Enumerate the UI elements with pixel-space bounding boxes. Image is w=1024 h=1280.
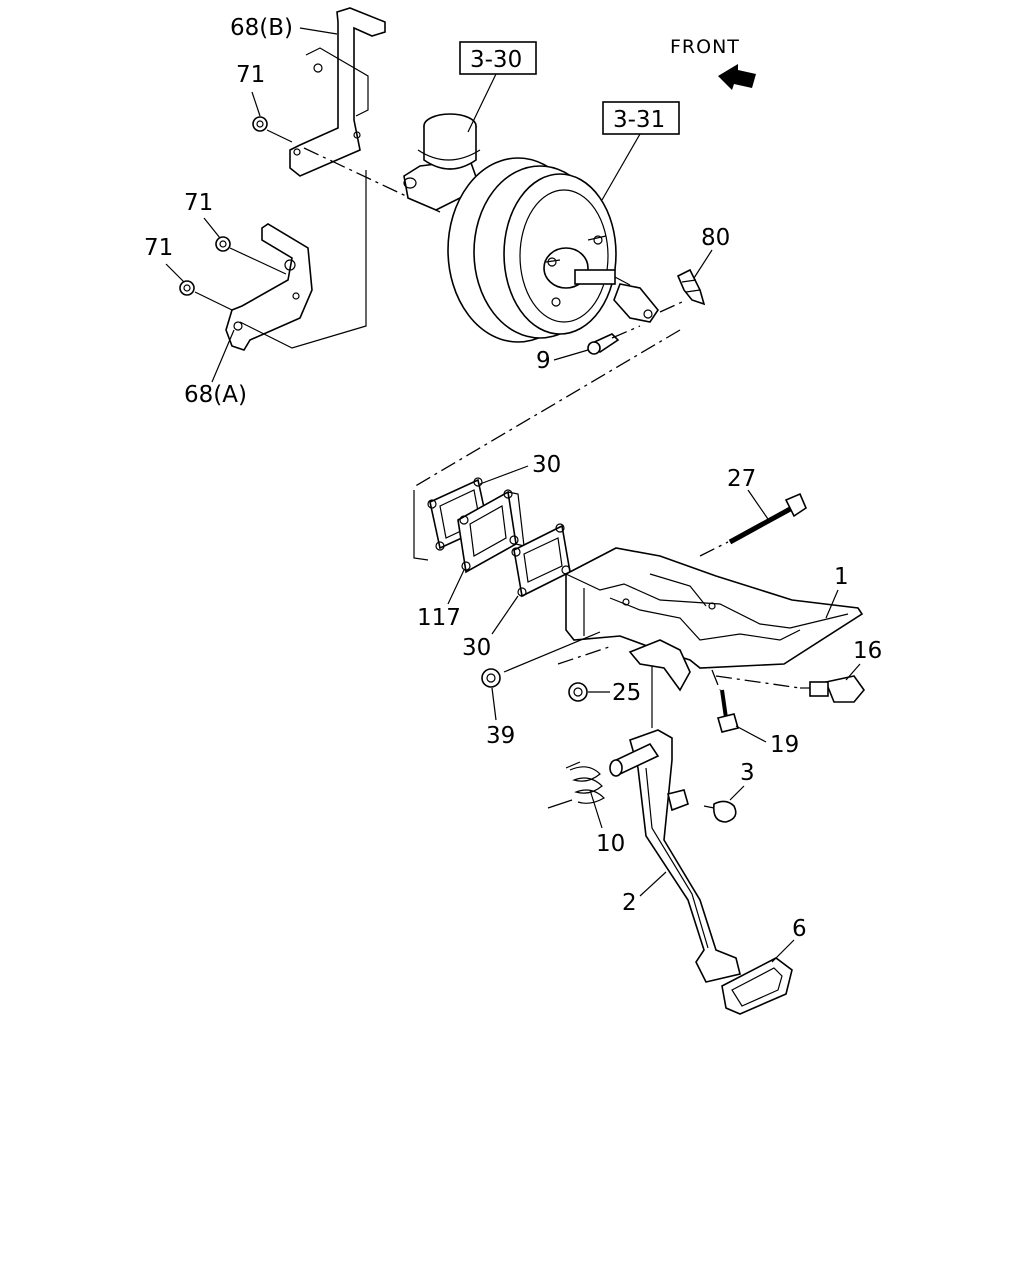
label-27: 27	[727, 466, 756, 492]
brake-pedal-2	[609, 729, 741, 983]
spacer-117	[457, 489, 525, 574]
label-16: 16	[853, 638, 882, 664]
nut-71a	[252, 116, 268, 132]
label-30b: 30	[462, 635, 491, 661]
bolt-19	[717, 689, 739, 733]
label-71a: 71	[236, 62, 265, 88]
label-2: 2	[622, 890, 637, 916]
label-117: 117	[417, 605, 461, 631]
pedal-bracket-1	[565, 547, 864, 692]
front-label: FRONT	[670, 36, 740, 58]
nut-39	[481, 668, 501, 688]
label-39: 39	[486, 723, 515, 749]
label-3: 3	[740, 760, 755, 786]
label-30a: 30	[532, 452, 561, 478]
clip-80	[676, 268, 706, 306]
label-71c: 71	[144, 235, 173, 261]
label-1: 1	[834, 564, 849, 590]
label-9: 9	[536, 348, 551, 374]
nut-25	[568, 682, 588, 702]
nut-71c	[179, 280, 195, 296]
ref-box-3-31: 3-31	[602, 101, 680, 135]
label-80: 80	[701, 225, 730, 251]
stopper-3	[703, 800, 737, 823]
label-71b: 71	[184, 190, 213, 216]
label-25: 25	[612, 680, 641, 706]
ref-3-30-label: 3-30	[470, 47, 522, 73]
label-68b: 68(B)	[230, 15, 293, 41]
bracket-68a	[225, 223, 313, 351]
gasket-30b	[511, 523, 571, 598]
front-arrow-icon	[718, 64, 756, 90]
bracket-68b	[289, 7, 386, 177]
pin-9	[587, 333, 620, 355]
label-10: 10	[596, 831, 625, 857]
ref-box-3-30: 3-30	[459, 41, 537, 75]
switch-16	[800, 675, 866, 703]
spring-10	[547, 761, 605, 809]
nut-71b	[215, 236, 231, 252]
label-19: 19	[770, 732, 799, 758]
label-6: 6	[792, 916, 807, 942]
brake-booster	[447, 157, 659, 343]
label-68a: 68(A)	[184, 382, 247, 408]
ref-3-31-label: 3-31	[613, 107, 665, 133]
bolt-27	[728, 492, 807, 545]
